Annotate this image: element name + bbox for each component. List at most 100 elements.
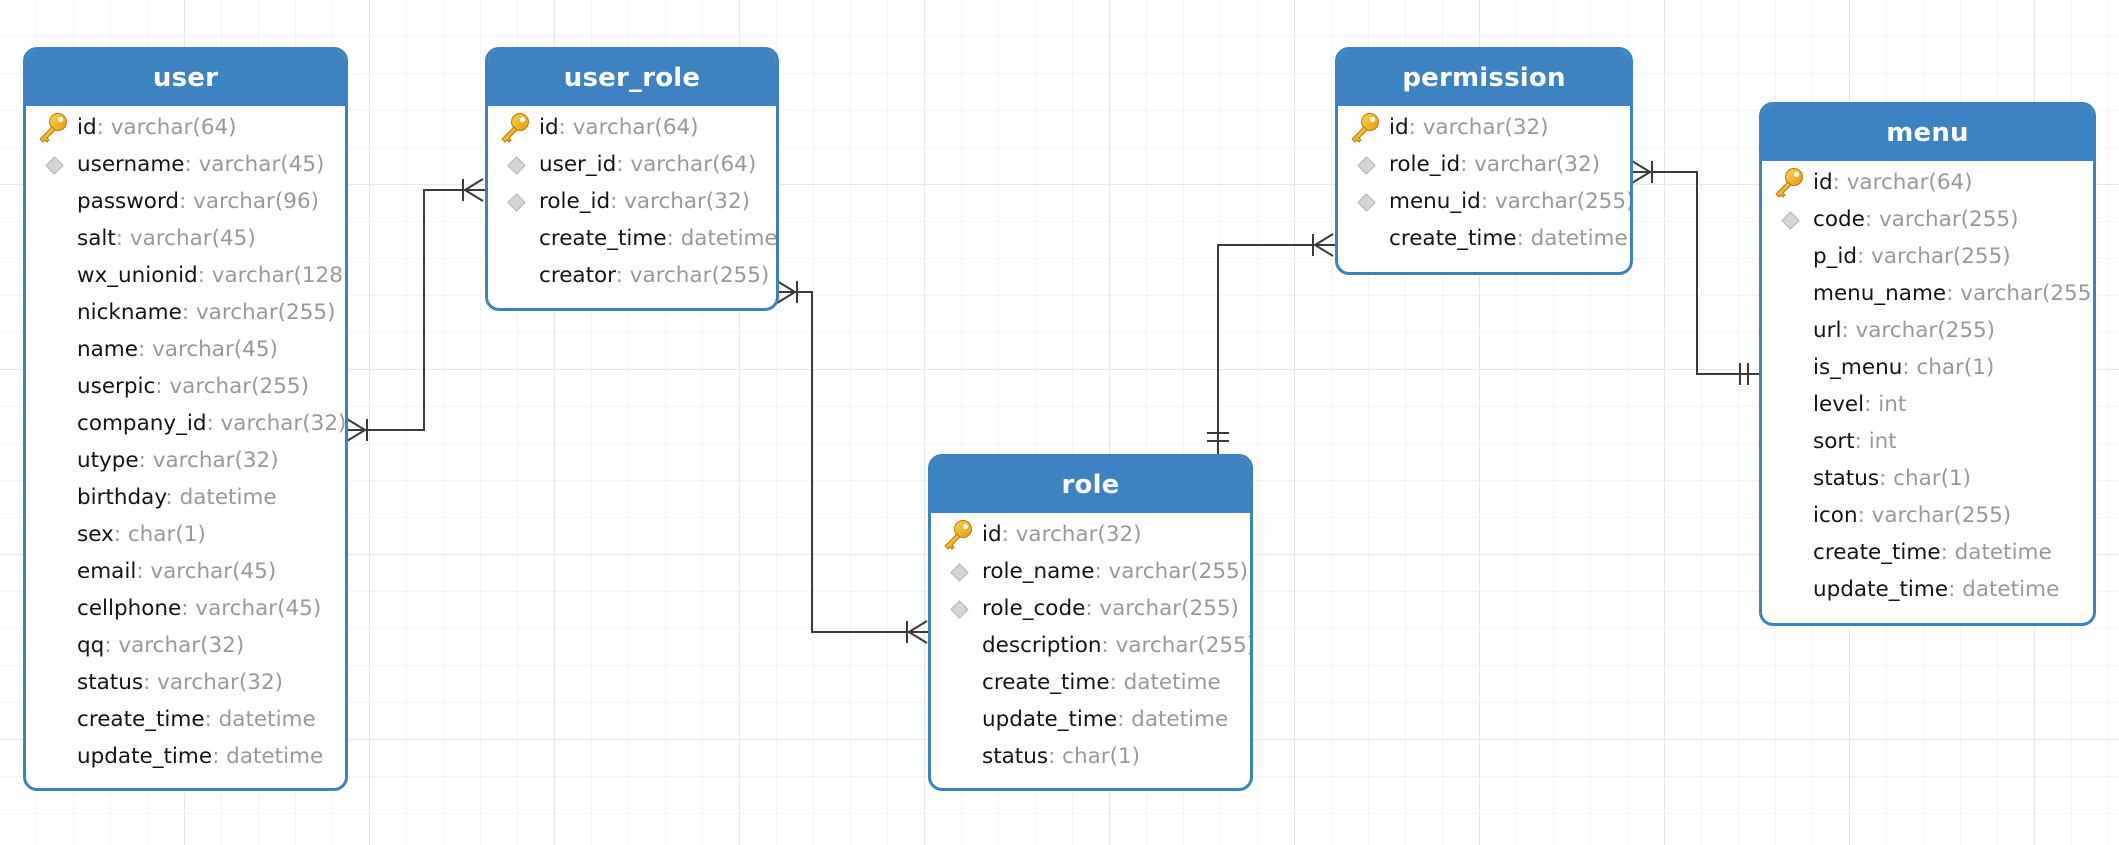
field-separator: : [212,744,227,769]
field-row[interactable]: wx_unionid: varchar(128) [26,257,345,294]
field-separator: : [616,152,631,177]
connector-user-role-role[interactable] [775,291,929,633]
field-row[interactable]: url: varchar(255) [1762,312,2093,349]
index-diamond-icon [950,600,969,619]
field-row[interactable]: email: varchar(45) [26,553,345,590]
field-separator: : [1854,429,1869,454]
field-name: p_id [1813,244,1858,269]
field-name: level [1813,392,1865,417]
field-row[interactable]: menu_id: varchar(255) [1338,183,1630,220]
field-row[interactable]: sort: int [1762,423,2093,460]
field-row[interactable]: p_id: varchar(255) [1762,238,2093,275]
field-name: username [77,152,185,177]
field-row[interactable]: create_time: datetime [1338,220,1630,257]
field-row[interactable]: is_menu: char(1) [1762,349,2093,386]
field-row[interactable]: company_id: varchar(32) [26,405,345,442]
primary-key-icon [944,520,972,550]
field-row[interactable]: qq: varchar(32) [26,627,345,664]
field-row[interactable]: create_time: datetime [488,220,776,257]
connector-role-permission[interactable] [1217,244,1335,455]
field-row[interactable]: role_name: varchar(255) [931,553,1250,590]
field-separator: : [610,189,625,214]
field-row[interactable]: utype: varchar(32) [26,442,345,479]
field-row[interactable]: nickname: varchar(255) [26,294,345,331]
field-row[interactable]: create_time: datetime [26,701,345,738]
field-label: create_time: datetime [539,220,776,257]
field-row[interactable]: name: varchar(45) [26,331,345,368]
entity-title[interactable]: role [931,457,1250,513]
field-row[interactable]: userpic: varchar(255) [26,368,345,405]
field-label: userpic: varchar(255) [77,368,309,405]
field-label: menu_name: varchar(255) [1813,275,2093,312]
field-name: is_menu [1813,355,1903,380]
field-row[interactable]: id: varchar(32) [931,516,1250,553]
field-row[interactable]: id: varchar(64) [26,109,345,146]
field-label: creator: varchar(255) [539,257,769,294]
field-type: varchar(45) [198,152,325,177]
entity-title[interactable]: user [26,50,345,106]
field-label: role_name: varchar(255) [982,553,1248,590]
field-label: role_code: varchar(255) [982,590,1239,627]
field-row[interactable]: level: int [1762,386,2093,423]
field-row[interactable]: code: varchar(255) [1762,201,2093,238]
field-row[interactable]: role_code: varchar(255) [931,590,1250,627]
field-row[interactable]: creator: varchar(255) [488,257,776,294]
field-label: icon: varchar(255) [1813,497,2011,534]
field-row[interactable]: update_time: datetime [931,701,1250,738]
field-separator: : [136,559,151,584]
field-separator: : [1879,466,1894,491]
field-name: create_time [982,670,1110,695]
field-row[interactable]: role_id: varchar(32) [1338,146,1630,183]
field-name: description [982,633,1102,658]
field-row[interactable]: password: varchar(96) [26,183,345,220]
field-row[interactable]: id: varchar(64) [488,109,776,146]
field-separator: : [96,115,111,140]
field-type: datetime [1962,577,2060,602]
field-row[interactable]: id: varchar(64) [1762,164,2093,201]
field-name: role_id [1389,152,1461,177]
field-label: user_id: varchar(64) [539,146,756,183]
field-name: sex [77,522,114,547]
connector-user-user-role[interactable] [345,189,485,431]
field-row[interactable]: salt: varchar(45) [26,220,345,257]
field-label: name: varchar(45) [77,331,278,368]
field-type: varchar(32) [118,633,245,658]
field-row[interactable]: menu_name: varchar(255) [1762,275,2093,312]
index-diamond-icon [507,156,526,175]
field-name: id [77,115,97,140]
field-row[interactable]: role_id: varchar(32) [488,183,776,220]
field-name: password [77,189,180,214]
entity-title[interactable]: menu [1762,105,2093,161]
field-row[interactable]: user_id: varchar(64) [488,146,776,183]
field-type: varchar(255) [195,300,336,325]
entity-title[interactable]: permission [1338,50,1630,106]
field-row[interactable]: status: varchar(32) [26,664,345,701]
field-type: datetime [218,707,316,732]
field-separator: : [1085,596,1100,621]
field-row[interactable]: status: char(1) [931,738,1250,775]
field-row[interactable]: sex: char(1) [26,516,345,553]
entity-title[interactable]: user_role [488,50,776,106]
field-row[interactable]: cellphone: varchar(45) [26,590,345,627]
field-row[interactable]: username: varchar(45) [26,146,345,183]
field-row[interactable]: id: varchar(32) [1338,109,1630,146]
field-row[interactable]: update_time: datetime [26,738,345,775]
field-row[interactable]: update_time: datetime [1762,571,2093,608]
field-label: create_time: datetime [1813,534,2052,571]
field-type: varchar(45) [195,596,322,621]
connector-permission-menu[interactable] [1630,171,1760,375]
field-row[interactable]: create_time: datetime [931,664,1250,701]
field-row[interactable]: status: char(1) [1762,460,2093,497]
field-row[interactable]: birthday: datetime [26,479,345,516]
field-separator: : [1940,540,1955,565]
field-row[interactable]: description: varchar(255) [931,627,1250,664]
field-row[interactable]: icon: varchar(255) [1762,497,2093,534]
field-row[interactable]: create_time: datetime [1762,534,2093,571]
field-separator: : [204,707,219,732]
field-name: update_time [77,744,213,769]
